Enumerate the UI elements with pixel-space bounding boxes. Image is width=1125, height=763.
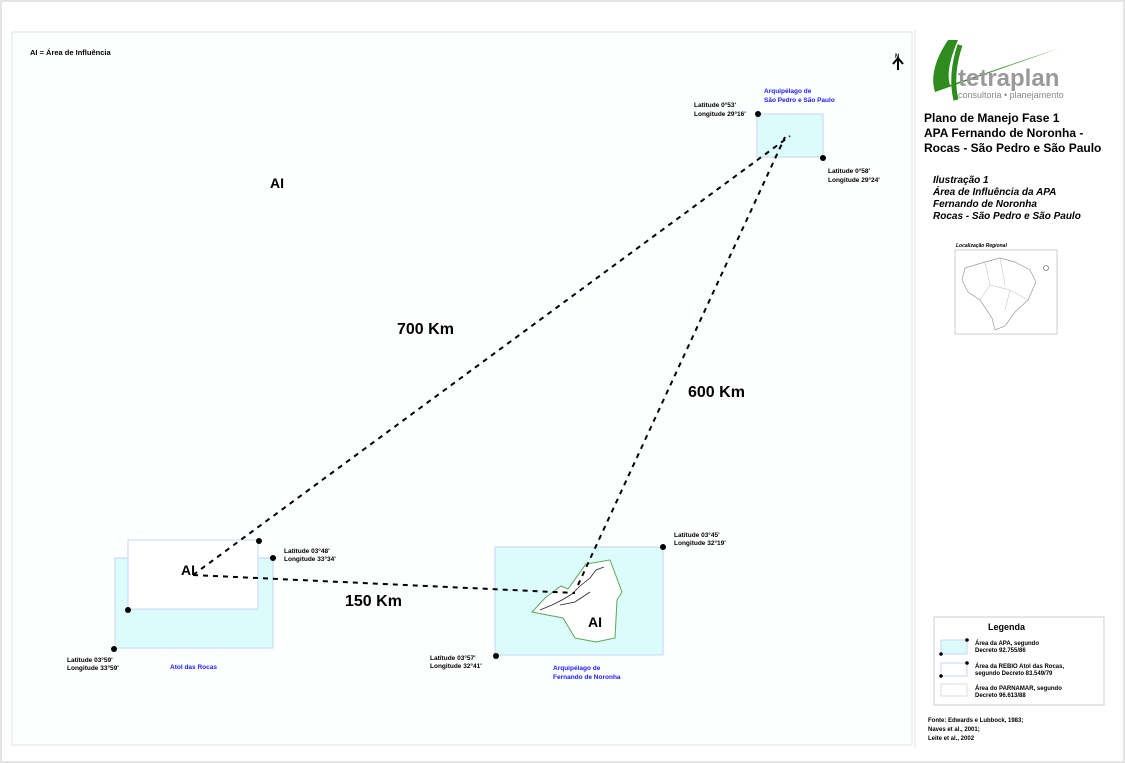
svg-text:N: N xyxy=(895,54,899,60)
illustration-subtitle: Ilustração 1 Área de Influência da APA F… xyxy=(932,175,1081,222)
svg-text:Longitude 29°24': Longitude 29°24' xyxy=(828,176,880,184)
svg-text:Área de Influência da APA: Área de Influência da APA xyxy=(932,185,1056,198)
svg-text:Latitude 03°48': Latitude 03°48' xyxy=(284,547,330,555)
spsp-area: Arquipélago de São Pedro e São Paulo Lat… xyxy=(694,88,880,184)
svg-text:Decreto 92.755/86: Decreto 92.755/86 xyxy=(975,648,1026,654)
legend-box: Legenda Área da APA, segundo Decreto 92.… xyxy=(933,616,1105,706)
svg-text:Arquipélago de: Arquipélago de xyxy=(553,665,601,672)
svg-text:consultoria • planejamento: consultoria • planejamento xyxy=(958,90,1064,100)
svg-text:Decreto 96.613/88: Decreto 96.613/88 xyxy=(975,693,1026,699)
ai-label: AI xyxy=(181,562,195,578)
distance-600: 600 Km xyxy=(688,384,745,401)
svg-text:Longitude 33°34': Longitude 33°34' xyxy=(284,555,336,563)
svg-text:segundo Decreto 83.549/79: segundo Decreto 83.549/79 xyxy=(975,671,1053,677)
distance-150: 150 Km xyxy=(345,593,402,610)
ai-label: AI xyxy=(588,614,602,630)
svg-text:Latitude 0°53': Latitude 0°53' xyxy=(694,101,737,109)
north-arrow-icon: N xyxy=(892,54,904,70)
tetraplan-logo: tetraplan consultoria • planejamento xyxy=(933,40,1064,101)
svg-text:Fernando de Noronha: Fernando de Noronha xyxy=(553,674,621,681)
svg-text:Área da REBIO Atol das Rocas,: Área da REBIO Atol das Rocas, xyxy=(975,663,1064,670)
svg-text:Latitude 03°59': Latitude 03°59' xyxy=(67,656,113,664)
svg-text:Atol das Rocas: Atol das Rocas xyxy=(170,664,217,671)
distance-700: 700 Km xyxy=(397,321,454,338)
legend-note: AI = Área de Influência xyxy=(30,48,111,57)
svg-text:Longitude 33°59': Longitude 33°59' xyxy=(67,664,119,672)
svg-text:Longitude 32°41': Longitude 32°41' xyxy=(430,662,482,670)
svg-text:Latitude 03°57': Latitude 03°57' xyxy=(430,654,476,662)
svg-text:Plano de Manejo Fase 1: Plano de Manejo Fase 1 xyxy=(924,111,1060,125)
svg-text:tetraplan: tetraplan xyxy=(958,65,1059,92)
svg-text:APA Fernando de Noronha -: APA Fernando de Noronha - xyxy=(924,126,1083,140)
svg-text:Legenda: Legenda xyxy=(988,622,1026,632)
svg-text:Naves et al., 2001;: Naves et al., 2001; xyxy=(928,727,980,733)
svg-text:Fernando de Noronha: Fernando de Noronha xyxy=(933,199,1037,210)
project-title: Plano de Manejo Fase 1 APA Fernando de N… xyxy=(924,111,1101,155)
svg-text:Longitude 29°16': Longitude 29°16' xyxy=(694,110,746,118)
svg-text:Área do PARNAMAR, segundo: Área do PARNAMAR, segundo xyxy=(975,685,1062,692)
svg-text:Rocas - São Pedro e São Paulo: Rocas - São Pedro e São Paulo xyxy=(924,141,1101,155)
svg-text:Longitude 32°19': Longitude 32°19' xyxy=(674,539,726,547)
ai-label: AI xyxy=(270,175,284,191)
svg-text:Ilustração 1: Ilustração 1 xyxy=(933,175,989,186)
noronha-area: Latitude 03°45' Longitude 32°19' Latitud… xyxy=(430,531,726,681)
regional-locator-map xyxy=(954,249,1058,335)
svg-text:Fonte: Edwards e Lubbock, 1983: Fonte: Edwards e Lubbock, 1983; xyxy=(928,718,1023,724)
sources: Fonte: Edwards e Lubbock, 1983; Naves et… xyxy=(928,718,1023,742)
svg-text:Latitude 0°58': Latitude 0°58' xyxy=(828,167,871,175)
svg-text:Arquipélago de: Arquipélago de xyxy=(764,88,812,95)
svg-text:Área da APA, segundo: Área da APA, segundo xyxy=(975,640,1039,647)
svg-text:Leite et al., 2002: Leite et al., 2002 xyxy=(928,736,975,742)
distance-lines xyxy=(192,135,791,594)
svg-text:São Pedro e São Paulo: São Pedro e São Paulo xyxy=(764,97,835,104)
svg-text:Rocas - São Pedro e São Paulo: Rocas - São Pedro e São Paulo xyxy=(933,211,1081,222)
regional-label: Localização Regional xyxy=(956,243,1007,249)
svg-text:Latitude 03°45': Latitude 03°45' xyxy=(674,531,720,539)
